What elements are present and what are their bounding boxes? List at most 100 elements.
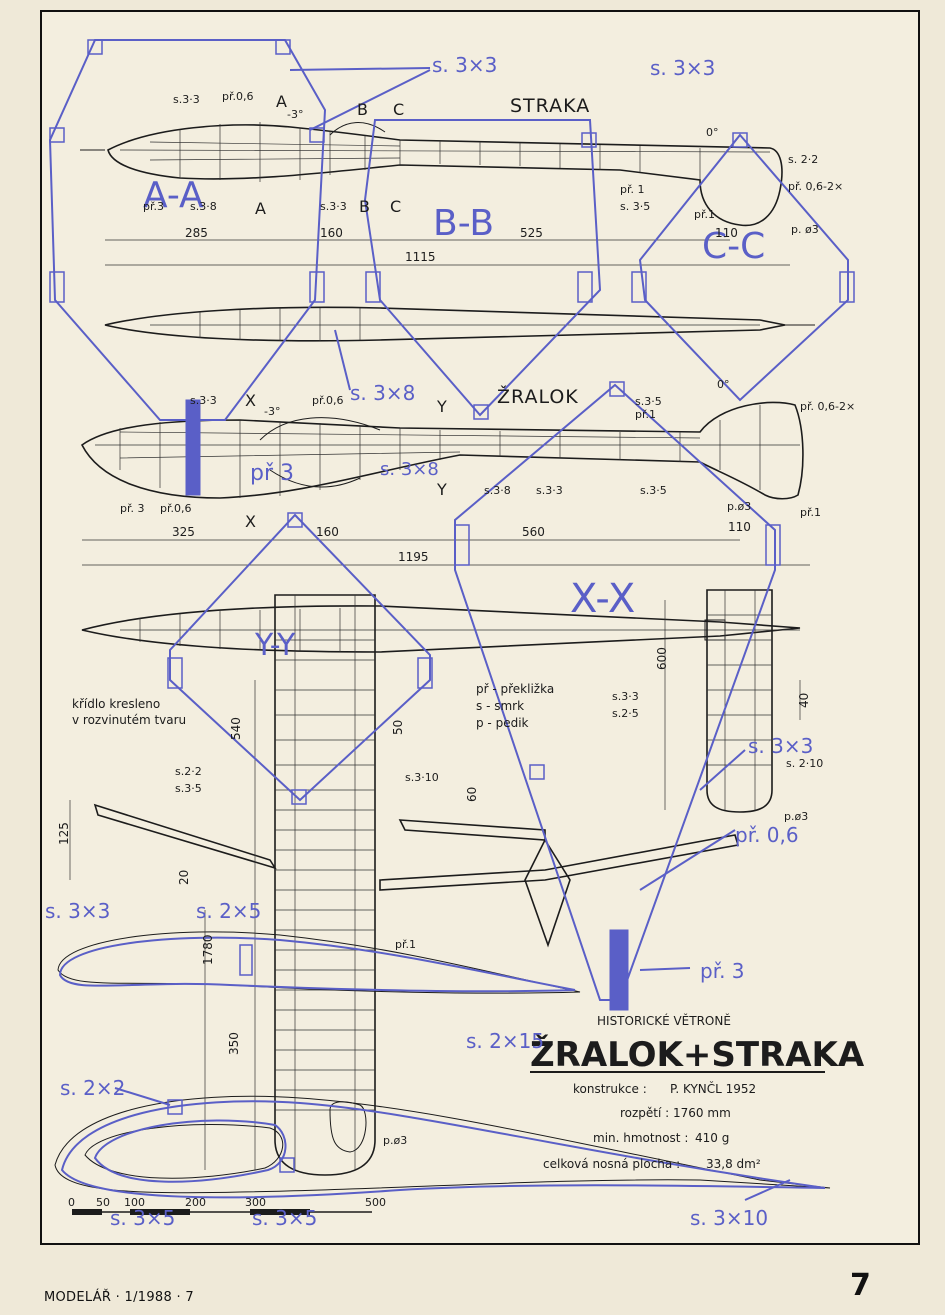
dimension-lines [69, 239, 810, 1170]
callout: s. 2·2 [788, 153, 818, 166]
spec-rozpeti: rozpětí : 1760 mm [620, 1106, 731, 1120]
zralok-top-view [81, 605, 801, 653]
callout: C [390, 197, 401, 216]
drawing-plate [40, 10, 920, 1245]
label-s25: s. 2×5 [196, 899, 261, 923]
zralok-title: ŽRALOK [497, 385, 579, 408]
callout: s.3·8 [190, 200, 217, 213]
label-pr3-spar: př. 3 [700, 959, 745, 983]
scale-tick-label: 500 [365, 1196, 386, 1209]
dim-40: 40 [797, 693, 811, 708]
blue-section-overlay [48, 39, 855, 1201]
scale-tick-label: 0 [68, 1196, 75, 1209]
historicke-vetrone-title: HISTORICKÉ VĚTRONĚ [597, 1013, 731, 1028]
label-s35: s. 3×5 [252, 1206, 317, 1230]
callout: X [245, 512, 256, 531]
callout: s.3·3 [173, 93, 200, 106]
callout: p.ø3 [784, 810, 808, 823]
section-XX: X-X [570, 576, 635, 622]
callout: př.1 [635, 408, 656, 421]
footer-page-number: 7 [850, 1268, 871, 1303]
dim-60: 60 [465, 787, 479, 802]
wing-dihedral-front-view [93, 803, 740, 948]
callout: s.3·3 [612, 690, 639, 703]
callout: p.ø3 [383, 1134, 407, 1147]
scale-tick-label: 100 [124, 1196, 145, 1209]
callout: př.1 [800, 506, 821, 519]
dim-110: 110 [715, 226, 738, 240]
section-AA: A-A [143, 175, 204, 216]
dim-540: 540 [229, 717, 243, 740]
callout: s.3·3 [320, 200, 347, 213]
callout: př. 0,6-2× [788, 180, 843, 193]
dim-160: 160 [320, 226, 343, 240]
legend-line: p - pedik [476, 716, 529, 730]
callout: př.1 [694, 208, 715, 221]
callout: p. ø3 [791, 223, 819, 236]
callout: s.3·3 [536, 484, 563, 497]
spec-hmotnost-label: min. hmotnost : [593, 1131, 688, 1145]
callout: př.0,6 [312, 394, 344, 407]
callout: př. 0,6-2× [800, 400, 855, 413]
section-YY: Y-Y [254, 628, 296, 663]
spec-hmotnost-value: 410 g [695, 1131, 729, 1145]
callout: s.3·3 [190, 394, 217, 407]
dim-50: 50 [391, 720, 405, 735]
wing-note: křídlo kresleno [72, 697, 160, 711]
callout: př.3 [143, 200, 164, 213]
label-s33: s. 3×3 [432, 53, 497, 77]
dim-325: 325 [172, 525, 195, 539]
zralok-side-view [80, 401, 804, 500]
callout: př. 1 [620, 183, 645, 196]
callout: C [393, 100, 404, 119]
callout: př.0,6 [222, 90, 254, 103]
callout: 0° [706, 126, 719, 139]
callout: p.ø3 [727, 500, 751, 513]
scale-bar [72, 1209, 372, 1215]
scale-tick-label: 50 [96, 1196, 110, 1209]
spec-plocha-label: celková nosná plocha : [543, 1157, 680, 1171]
callout: s.3·8 [484, 484, 511, 497]
straka-side-view [80, 122, 783, 227]
callout: př.0,6 [160, 502, 192, 515]
wing-note: v rozvinutém tvaru [72, 713, 186, 727]
section-BB: B-B [433, 203, 494, 244]
dim-160: 160 [316, 525, 339, 539]
wing-plan-view [274, 594, 376, 1176]
spec-plocha-value: 33,8 dm² [706, 1157, 761, 1171]
label-s22: s. 2×2 [60, 1076, 125, 1100]
callout: A [255, 199, 266, 218]
dim-525: 525 [520, 226, 543, 240]
dim-600: 600 [655, 647, 669, 670]
label-s215: s. 2×15 [466, 1029, 544, 1053]
callout: A [276, 92, 287, 111]
dim-1780: 1780 [201, 934, 215, 965]
main-title: ŽRALOK+STRAKA [530, 1034, 865, 1075]
callout: s.2·5 [612, 707, 639, 720]
callout: X [245, 391, 256, 410]
callout: -3° [287, 108, 303, 121]
callout: př.1 [395, 938, 416, 951]
label-s33: s. 3×3 [650, 56, 715, 80]
callout: s.2·2 [175, 765, 202, 778]
callout: s.3·5 [635, 395, 662, 408]
dim-1115: 1115 [405, 250, 436, 264]
legend-line: př - překližka [476, 682, 554, 696]
section-CC: C-C [702, 226, 765, 267]
callout: s. 3·5 [620, 200, 650, 213]
label-pr3: př 3 [250, 461, 294, 486]
label-s33-tail: s. 3×3 [748, 734, 813, 758]
spec-konstrukce-value: P. KYNČL 1952 [670, 1081, 756, 1096]
callout: -3° [264, 405, 280, 418]
stabilizer-plan [706, 589, 773, 813]
label-s33-left: s. 3×3 [45, 899, 110, 923]
legend-line: s - smrk [476, 699, 524, 713]
dim-560: 560 [522, 525, 545, 539]
callout: s.3·5 [175, 782, 202, 795]
callout: 0° [717, 378, 730, 391]
dim-350: 350 [227, 1032, 241, 1055]
callout: s. 2·10 [786, 757, 823, 770]
label-pr06: př. 0,6 [735, 823, 799, 847]
label-s38: s. 3×8 [350, 381, 415, 405]
dim-125: 125 [57, 822, 71, 845]
